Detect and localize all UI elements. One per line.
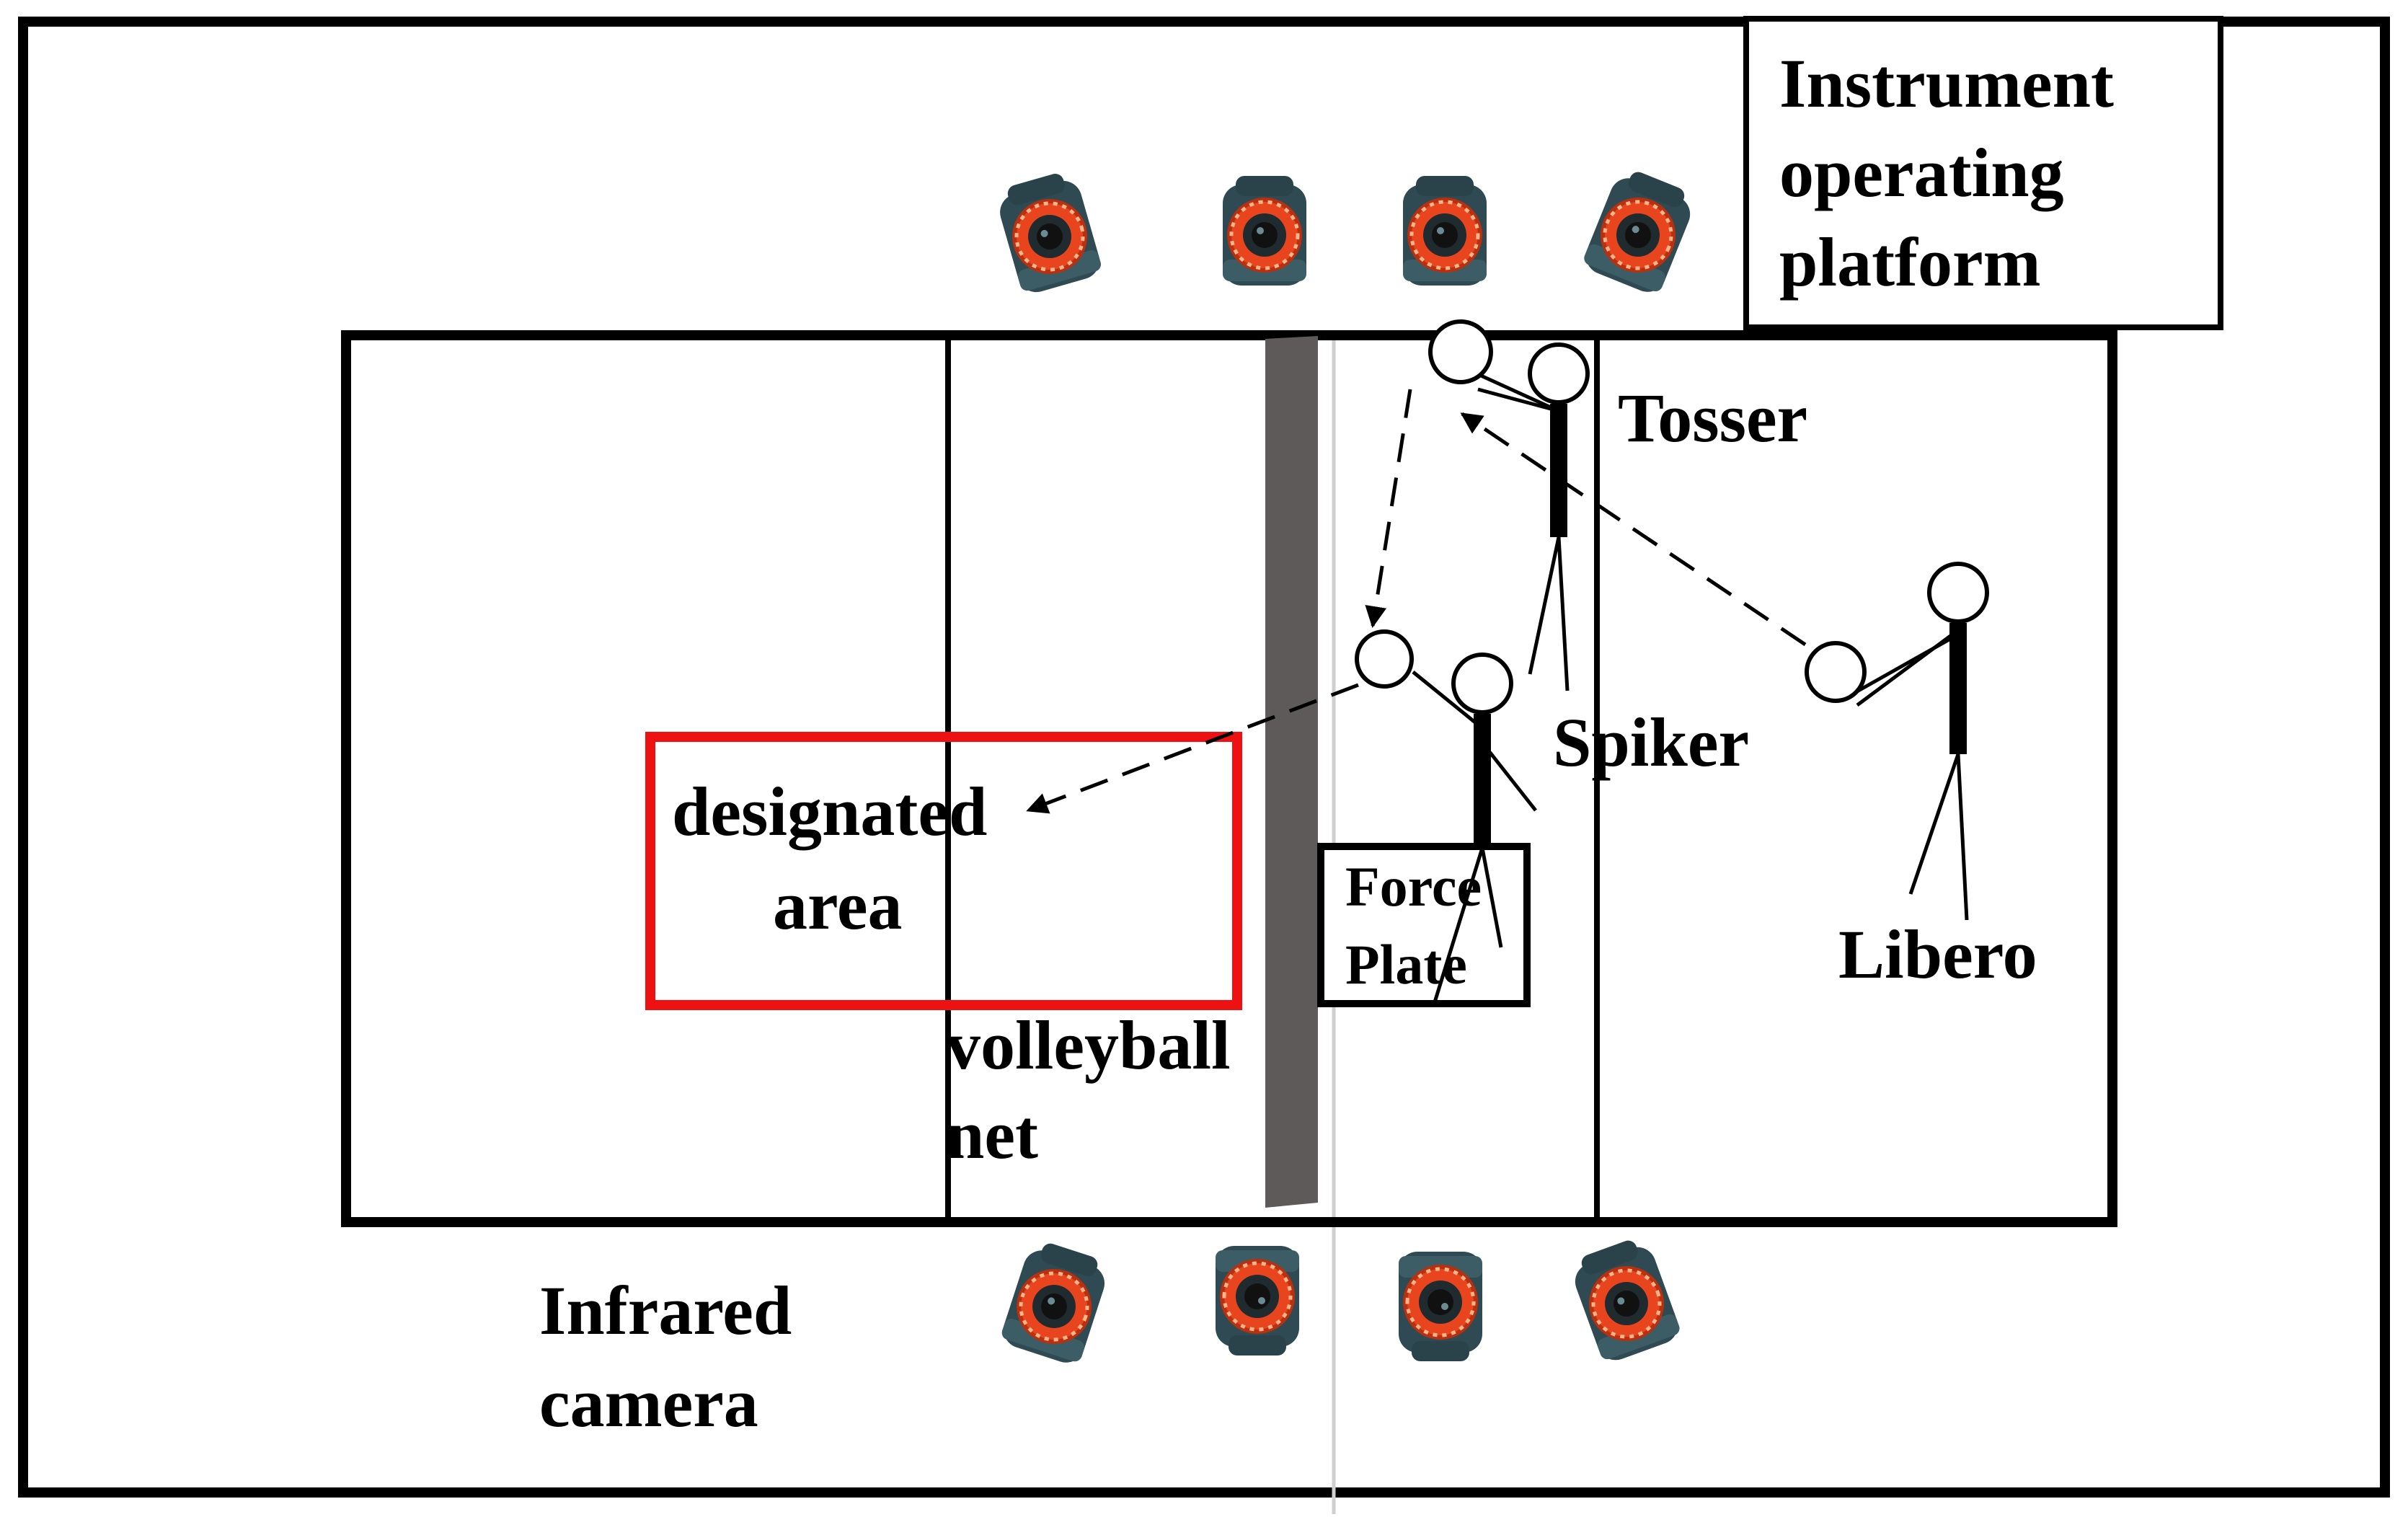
infrared-camera-icon — [1580, 164, 1699, 297]
infrared-camera-icon — [1216, 1246, 1299, 1355]
infrared-camera-icon — [1403, 176, 1487, 286]
tosser-figure — [1477, 342, 1590, 691]
ball-icon — [1805, 641, 1867, 703]
net-label-line1: volleyball — [946, 1007, 1231, 1084]
infrared-camera-label-line2: camera — [539, 1364, 758, 1441]
platform-label-line3: platform — [1779, 224, 2041, 301]
force-plate-label-line2: Plate — [1345, 933, 1467, 996]
designated-area-label-line1: designated — [672, 773, 987, 850]
designated-area-label-line2: area — [773, 867, 902, 944]
set-trajectory-arrow — [1365, 389, 1412, 628]
infrared-camera-icon — [1567, 1234, 1683, 1366]
spike-trajectory-arrow — [1026, 683, 1359, 814]
infrared-camera-icon — [993, 168, 1104, 296]
libero-figure — [1854, 562, 1989, 921]
pass-trajectory-arrow — [1460, 412, 1807, 647]
infrared-camera-icon — [999, 1237, 1112, 1367]
platform-label-line1: Instrument — [1779, 45, 2114, 122]
libero-label: Libero — [1838, 916, 2037, 993]
instrument-platform-box — [1743, 16, 2223, 330]
platform-label-line2: operating — [1779, 134, 2064, 211]
spiker-figure — [1412, 653, 1537, 1003]
tosser-label: Tosser — [1618, 379, 1807, 456]
outer-frame — [18, 17, 2390, 1498]
ball-icon — [1428, 319, 1493, 384]
net-label-line2: net — [946, 1096, 1038, 1173]
infrared-camera-icon — [1399, 1252, 1482, 1361]
infrared-camera-label-line1: Infrared — [539, 1272, 792, 1349]
ball-icon — [1355, 629, 1414, 689]
infrared-camera-icon — [1223, 176, 1306, 286]
force-plate-box — [1317, 843, 1531, 1007]
designated-area-box — [645, 732, 1242, 1010]
court-boundary — [341, 330, 2117, 1227]
force-plate-label-line1: Force — [1345, 855, 1482, 918]
spiker-label: Spiker — [1553, 704, 1749, 781]
volleyball-net — [1265, 336, 1318, 1208]
